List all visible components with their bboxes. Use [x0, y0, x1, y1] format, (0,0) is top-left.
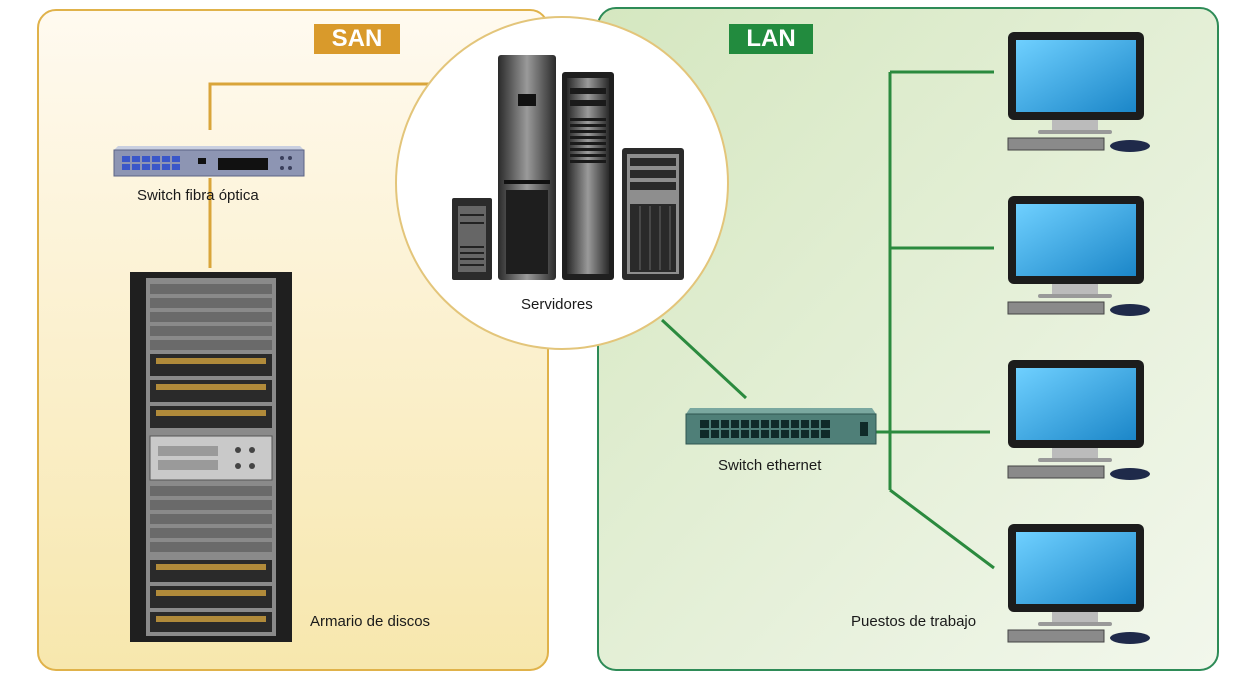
workstation-2	[1007, 196, 1150, 316]
server-tower-medium	[562, 72, 614, 280]
san-links	[208, 82, 430, 268]
fiber-switch-device	[113, 146, 305, 177]
servers-label: Servidores	[521, 296, 593, 313]
san-badge: SAN	[314, 24, 400, 54]
workstation-4	[1007, 524, 1150, 644]
ethernet-switch-label: Switch ethernet	[718, 457, 822, 474]
lan-links	[660, 70, 995, 570]
ethernet-switch-device	[685, 408, 877, 445]
workstation-1	[1007, 32, 1150, 152]
server-tower-large	[498, 55, 556, 280]
fiber-switch-label: Switch fibra óptica	[137, 187, 259, 204]
workstations-label: Puestos de trabajo	[851, 613, 977, 630]
workstation-3	[1007, 360, 1150, 480]
disk-cabinet-label: Armario de discos	[310, 613, 431, 630]
lan-badge: LAN	[729, 24, 813, 54]
server-tower-right	[622, 148, 684, 280]
server-tower-small	[452, 198, 492, 280]
disk-cabinet-device	[130, 272, 292, 642]
